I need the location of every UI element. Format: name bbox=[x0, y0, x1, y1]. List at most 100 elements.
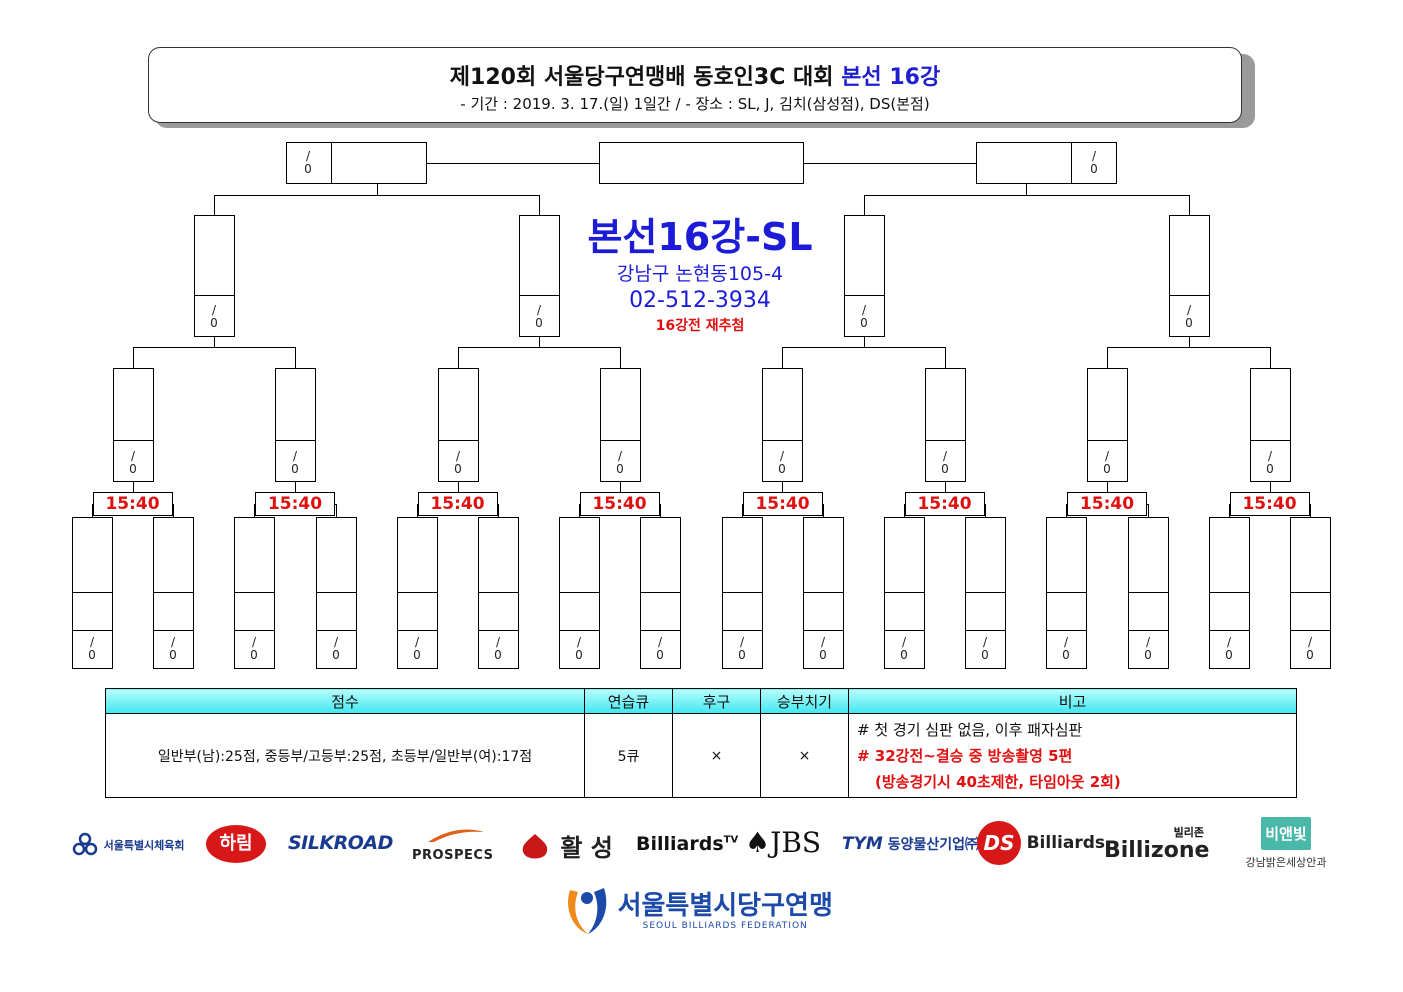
slot-divider bbox=[1046, 592, 1087, 593]
player-slot-qf[interactable] bbox=[275, 368, 316, 482]
bracket-line bbox=[804, 163, 977, 164]
player-slot-qf[interactable] bbox=[600, 368, 641, 482]
score-zero: 0 bbox=[1185, 316, 1193, 330]
player-slot-r16[interactable] bbox=[884, 517, 925, 669]
score-zero: 0 bbox=[1144, 648, 1152, 662]
bracket-line bbox=[133, 482, 134, 493]
player-slot-r16[interactable] bbox=[1290, 517, 1331, 669]
score-slash: / bbox=[1226, 635, 1232, 649]
score-zero: 0 bbox=[332, 648, 340, 662]
player-slot-sf[interactable] bbox=[519, 215, 560, 337]
slot-divider bbox=[1169, 295, 1210, 296]
bracket-line bbox=[1107, 482, 1108, 493]
player-slot-r16[interactable] bbox=[722, 517, 763, 669]
hwalsung-flame-icon bbox=[522, 833, 548, 858]
slot-divider bbox=[803, 592, 844, 593]
score-slash: / bbox=[617, 449, 623, 463]
slot-divider bbox=[600, 440, 641, 441]
score-slash: / bbox=[739, 635, 745, 649]
score-placeholder: /0 bbox=[896, 636, 912, 662]
score-placeholder: /0 bbox=[1302, 636, 1318, 662]
slot-divider bbox=[234, 630, 275, 631]
score-placeholder: /0 bbox=[1058, 636, 1074, 662]
score-slash: / bbox=[942, 449, 948, 463]
score-placeholder: /0 bbox=[937, 450, 953, 476]
bracket-line bbox=[133, 347, 134, 369]
player-slot-r16[interactable] bbox=[316, 517, 357, 669]
finalist-slot-left[interactable] bbox=[286, 142, 427, 184]
score-slash: / bbox=[820, 635, 826, 649]
slot-divider bbox=[478, 592, 519, 593]
header-practice: 연습큐 bbox=[584, 688, 673, 714]
champion-slot[interactable] bbox=[599, 142, 804, 184]
bracket-line bbox=[377, 184, 378, 196]
cell-practice: 5큐 bbox=[584, 713, 673, 798]
score-slash: / bbox=[251, 635, 257, 649]
score-zero: 0 bbox=[616, 462, 624, 476]
player-slot-qf[interactable] bbox=[925, 368, 966, 482]
score-zero: 0 bbox=[250, 648, 258, 662]
bracket-line bbox=[214, 337, 215, 348]
player-slot-r16[interactable] bbox=[803, 517, 844, 669]
score-placeholder: /0 bbox=[1262, 450, 1278, 476]
score-placeholder: /0 bbox=[652, 636, 668, 662]
score-zero: 0 bbox=[738, 648, 746, 662]
score-placeholder: /0 bbox=[450, 450, 466, 476]
bracket-line bbox=[620, 482, 621, 493]
player-slot-sf[interactable] bbox=[1169, 215, 1210, 337]
score-placeholder: /0 bbox=[774, 450, 790, 476]
bracket-line bbox=[782, 347, 783, 369]
bracket-line bbox=[1107, 347, 1108, 369]
slot-divider bbox=[234, 592, 275, 593]
venue-title: 본선16강-SL bbox=[587, 215, 813, 259]
player-slot-r16[interactable] bbox=[153, 517, 194, 669]
federation-english: SEOUL BILLIARDS FEDERATION bbox=[642, 921, 808, 931]
slot-divider bbox=[1071, 142, 1072, 184]
score-slash: / bbox=[89, 635, 95, 649]
player-slot-r16[interactable] bbox=[72, 517, 113, 669]
finalist-slot-right[interactable] bbox=[976, 142, 1117, 184]
bracket-line bbox=[539, 337, 540, 348]
bracket-line bbox=[864, 195, 865, 216]
slot-divider bbox=[965, 630, 1006, 631]
tym-icon: TYM bbox=[842, 834, 883, 854]
player-slot-qf[interactable] bbox=[438, 368, 479, 482]
score-placeholder: /0 bbox=[815, 636, 831, 662]
player-slot-qf[interactable] bbox=[762, 368, 803, 482]
venue-phone: 02-512-3934 bbox=[629, 288, 771, 313]
player-slot-r16[interactable] bbox=[559, 517, 600, 669]
player-slot-qf[interactable] bbox=[1087, 368, 1128, 482]
bracket-line bbox=[985, 504, 986, 518]
bracket-line bbox=[539, 195, 540, 216]
player-slot-r16[interactable] bbox=[1046, 517, 1087, 669]
score-slash: / bbox=[657, 635, 663, 649]
score-slash: / bbox=[536, 303, 542, 317]
bracket-line bbox=[214, 195, 215, 216]
score-zero: 0 bbox=[88, 648, 96, 662]
slot-divider bbox=[316, 630, 357, 631]
score-zero: 0 bbox=[413, 648, 421, 662]
score-slash: / bbox=[1104, 449, 1110, 463]
bracket-line bbox=[864, 195, 1190, 196]
note-2: # 32강전~결승 중 방송촬영 5편 bbox=[857, 746, 1073, 765]
header-notes: 비고 bbox=[848, 688, 1297, 714]
score-zero: 0 bbox=[1306, 648, 1314, 662]
player-slot-r16[interactable] bbox=[1128, 517, 1169, 669]
ds-billiards-logo: DS Billiards bbox=[977, 821, 1105, 865]
score-placeholder: /0 bbox=[1221, 636, 1237, 662]
player-slot-sf[interactable] bbox=[844, 215, 885, 337]
page-subtitle: - 기간 : 2019. 3. 17.(일) 1일간 / - 장소 : SL, … bbox=[460, 95, 930, 113]
slot-divider bbox=[1209, 592, 1250, 593]
score-slash: / bbox=[414, 635, 420, 649]
player-slot-qf[interactable] bbox=[113, 368, 154, 482]
score-placeholder: /0 bbox=[1099, 450, 1115, 476]
score-zero: 0 bbox=[169, 648, 177, 662]
slot-divider bbox=[1290, 630, 1331, 631]
score-slash: / bbox=[130, 449, 136, 463]
player-slot-r16[interactable] bbox=[965, 517, 1006, 669]
player-slot-r16[interactable] bbox=[1209, 517, 1250, 669]
player-slot-r16[interactable] bbox=[640, 517, 681, 669]
player-slot-r16[interactable] bbox=[478, 517, 519, 669]
cell-hugu: × bbox=[672, 713, 761, 798]
slot-divider bbox=[72, 630, 113, 631]
